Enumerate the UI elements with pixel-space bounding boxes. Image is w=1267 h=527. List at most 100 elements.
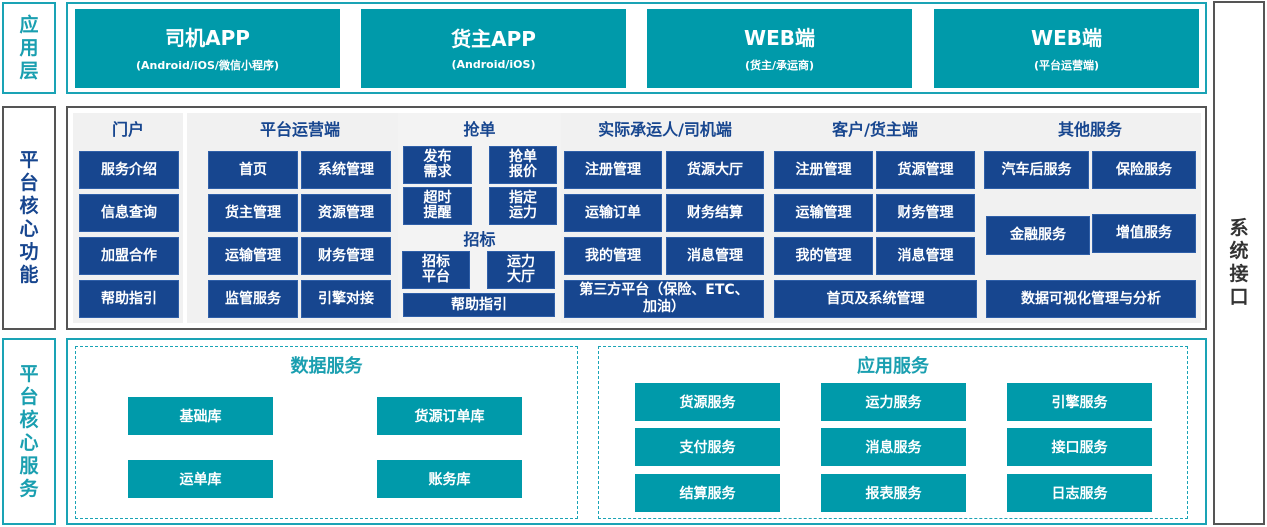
platform-ops-item[interactable]: 财务管理 xyxy=(301,237,391,275)
label-char: 心 xyxy=(19,431,39,454)
app-service-item[interactable]: 支付服务 xyxy=(635,428,780,466)
label-char: 功 xyxy=(19,241,39,263)
label-char: 核 xyxy=(19,408,39,431)
shipper-home-system[interactable]: 首页及系统管理 xyxy=(774,280,977,318)
data-service-item[interactable]: 货源订单库 xyxy=(377,397,522,435)
carrier-item[interactable]: 财务结算 xyxy=(666,194,764,232)
other-service-item[interactable]: 金融服务 xyxy=(986,216,1090,255)
item-line: 超时 xyxy=(423,190,452,206)
item-line: 平台 xyxy=(422,269,450,285)
app-service-item[interactable]: 货源服务 xyxy=(635,383,780,421)
app-services-title: 应用服务 xyxy=(857,356,929,377)
portal-item[interactable]: 加盟合作 xyxy=(79,237,179,275)
grab-order-item[interactable]: 发布需求 xyxy=(403,146,472,184)
item-line: 运力 xyxy=(509,205,537,221)
data-service-item[interactable]: 基础库 xyxy=(128,397,273,435)
data-service-item[interactable]: 运单库 xyxy=(128,460,273,498)
shipper-item[interactable]: 货源管理 xyxy=(876,151,975,189)
layer-label-application: 应 用 层 xyxy=(2,2,56,94)
platform-ops-item[interactable]: 监管服务 xyxy=(208,280,298,318)
portal-item[interactable]: 服务介绍 xyxy=(79,151,179,189)
system-interface: 系 统 接 口 xyxy=(1213,1,1265,525)
item-line: 招标 xyxy=(422,254,450,270)
label-char: 平 xyxy=(19,149,39,171)
shipper-item[interactable]: 注册管理 xyxy=(774,151,873,189)
app-service-item[interactable]: 结算服务 xyxy=(635,474,780,512)
shipper-item[interactable]: 消息管理 xyxy=(876,237,975,275)
shipper-item[interactable]: 财务管理 xyxy=(876,194,975,232)
data-service-item[interactable]: 账务库 xyxy=(377,460,522,498)
grab-order-item[interactable]: 超时提醒 xyxy=(403,187,472,225)
label-char: 核 xyxy=(19,195,39,217)
platform-ops-item[interactable]: 首页 xyxy=(208,151,298,189)
app-service-item[interactable]: 运力服务 xyxy=(821,383,966,421)
label-char: 接 xyxy=(1229,263,1249,285)
label-char: 统 xyxy=(1229,240,1249,262)
item-line: 运力 xyxy=(507,254,535,270)
data-visualization[interactable]: 数据可视化管理与分析 xyxy=(986,280,1196,318)
app-service-item[interactable]: 引擎服务 xyxy=(1007,383,1152,421)
bidding-item[interactable]: 招标平台 xyxy=(402,251,470,289)
bidding-title: 招标 xyxy=(463,230,496,249)
carrier-title: 实际承运人/司机端 xyxy=(598,120,732,139)
shipper-item[interactable]: 运输管理 xyxy=(774,194,873,232)
bidding-help[interactable]: 帮助指引 xyxy=(403,293,555,317)
other-service-item[interactable]: 保险服务 xyxy=(1092,151,1196,189)
app-web-shipper-carrier[interactable]: WEB端 (货主/承运商) xyxy=(647,9,912,88)
platform-ops-item[interactable]: 货主管理 xyxy=(208,194,298,232)
item-line: 需求 xyxy=(423,164,452,180)
portal-item[interactable]: 信息查询 xyxy=(79,194,179,232)
grab-order-item[interactable]: 抢单报价 xyxy=(489,146,557,184)
shipper-item[interactable]: 我的管理 xyxy=(774,237,873,275)
app-driver[interactable]: 司机APP (Android/iOS/微信小程序) xyxy=(75,9,340,88)
data-services-group xyxy=(75,346,578,519)
item-line: 报价 xyxy=(509,164,537,180)
carrier-item[interactable]: 消息管理 xyxy=(666,237,764,275)
label-char: 务 xyxy=(19,477,39,500)
portal-title: 门户 xyxy=(111,120,144,139)
data-services-title: 数据服务 xyxy=(290,356,363,377)
app-service-item[interactable]: 日志服务 xyxy=(1007,474,1152,512)
app-service-item[interactable]: 消息服务 xyxy=(821,428,966,466)
app-services-group xyxy=(598,346,1188,519)
app-service-item[interactable]: 报表服务 xyxy=(821,474,966,512)
app-subtitle: (Android/iOS/微信小程序) xyxy=(136,58,279,72)
app-shipper[interactable]: 货主APP (Android/iOS) xyxy=(361,9,626,88)
platform-ops-item[interactable]: 系统管理 xyxy=(301,151,391,189)
platform-ops-item[interactable]: 资源管理 xyxy=(301,194,391,232)
platform-ops-title: 平台运营端 xyxy=(259,120,340,139)
carrier-item[interactable]: 运输订单 xyxy=(564,194,662,232)
app-title: WEB端 xyxy=(744,25,815,50)
carrier-item[interactable]: 货源大厅 xyxy=(666,151,764,189)
label-char: 用 xyxy=(19,36,39,59)
grab-order-item[interactable]: 指定运力 xyxy=(489,187,557,225)
label-char: 台 xyxy=(19,172,39,194)
item-line: 加油） xyxy=(643,299,685,315)
portal-item[interactable]: 帮助指引 xyxy=(79,280,179,318)
layer-label-core-functions: 平 台 核 心 功 能 xyxy=(2,106,56,330)
label-char: 心 xyxy=(19,218,39,240)
item-line: 提醒 xyxy=(423,205,452,221)
app-subtitle: (Android/iOS) xyxy=(451,58,536,71)
other-service-item[interactable]: 增值服务 xyxy=(1092,214,1196,253)
label-char: 层 xyxy=(19,59,39,82)
label-char: 能 xyxy=(19,264,39,286)
platform-ops-item[interactable]: 运输管理 xyxy=(208,237,298,275)
app-service-item[interactable]: 接口服务 xyxy=(1007,428,1152,466)
carrier-item[interactable]: 注册管理 xyxy=(564,151,662,189)
item-line: 第三方平台（保险、ETC、 xyxy=(579,282,749,298)
carrier-item[interactable]: 我的管理 xyxy=(564,237,662,275)
other-services-title: 其他服务 xyxy=(1057,120,1122,139)
platform-ops-item[interactable]: 引擎对接 xyxy=(301,280,391,318)
label-char: 口 xyxy=(1229,286,1249,308)
label-char: 服 xyxy=(19,454,39,477)
app-title: WEB端 xyxy=(1031,25,1102,50)
carrier-third-party[interactable]: 第三方平台（保险、ETC、加油） xyxy=(564,280,764,318)
label-char: 台 xyxy=(19,385,39,408)
label-char: 应 xyxy=(19,13,39,36)
item-line: 指定 xyxy=(509,190,537,206)
app-title: 货主APP xyxy=(451,27,536,51)
other-service-item[interactable]: 汽车后服务 xyxy=(984,151,1089,189)
bidding-item[interactable]: 运力大厅 xyxy=(487,251,555,289)
app-web-platform-ops[interactable]: WEB端 (平台运营端) xyxy=(934,9,1199,88)
